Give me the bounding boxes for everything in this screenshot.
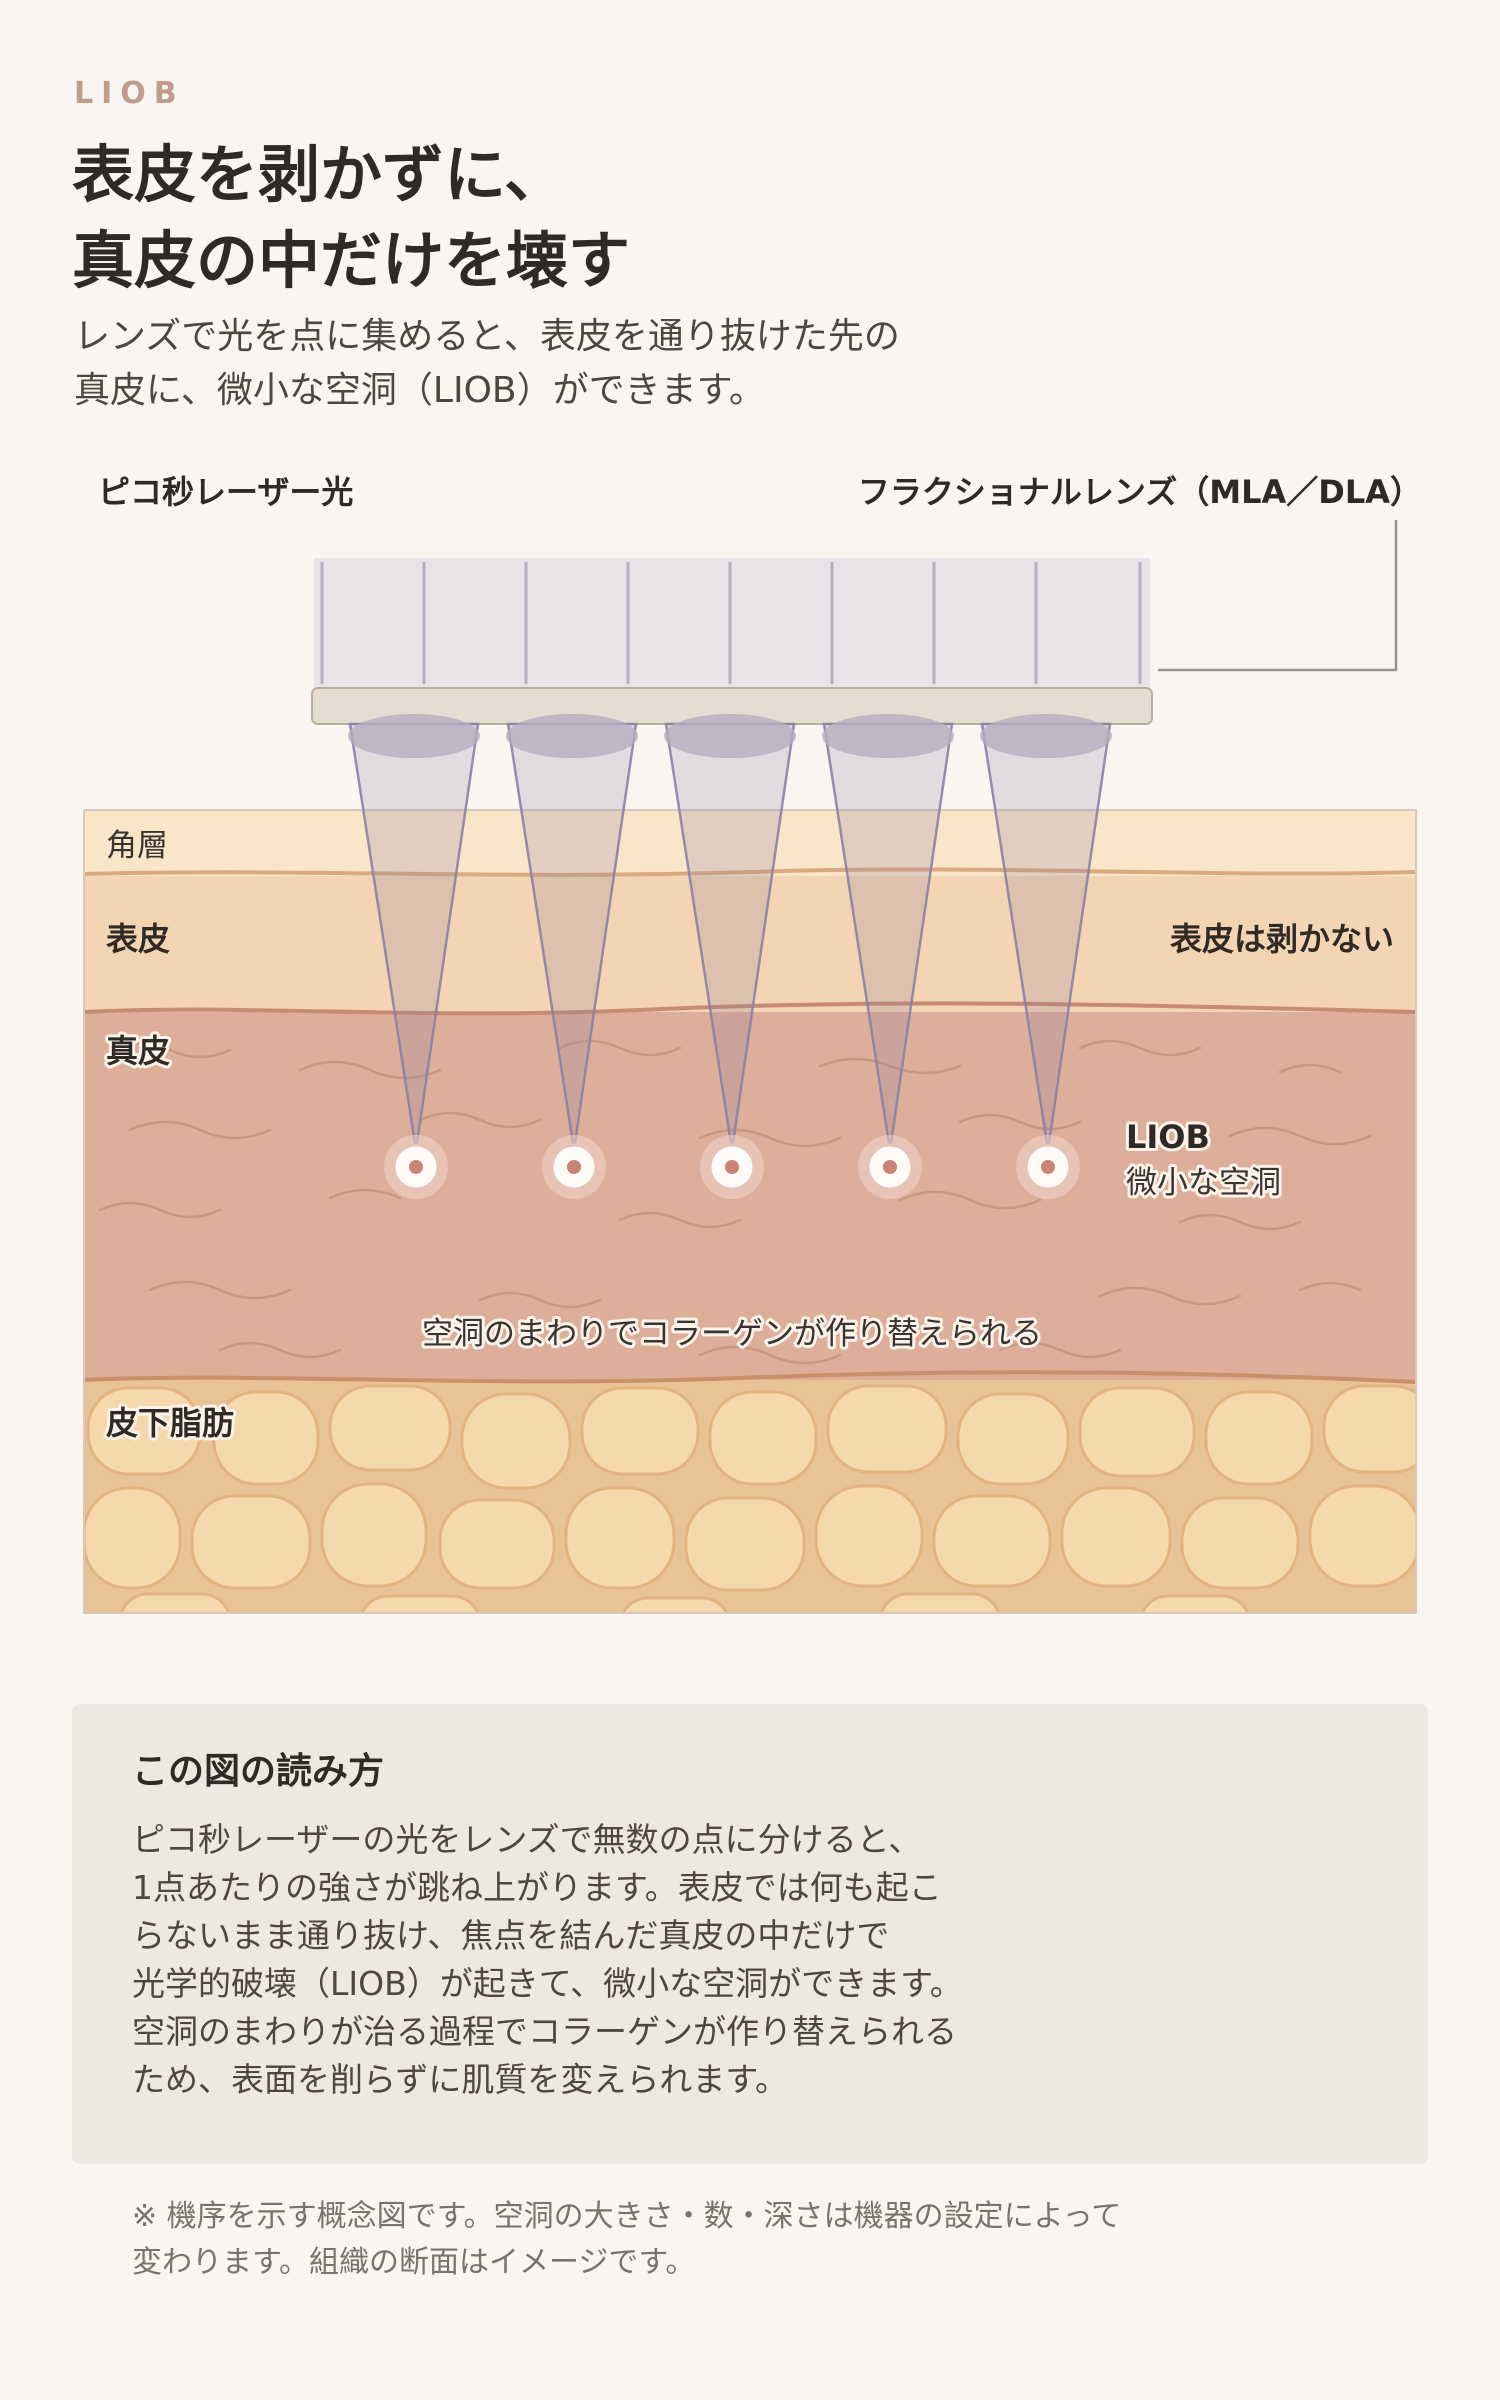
liob-label: LIOB xyxy=(1126,1118,1210,1156)
liob-diagram: ピコ秒レーザー光 フラクショナルレンズ（MLA／DLA） 角層 表皮 表皮は剥か… xyxy=(83,473,1422,1614)
liob-sublabel: 微小な空洞 xyxy=(1126,1165,1281,1201)
epidermis-note: 表皮は剥かない xyxy=(1170,920,1394,958)
how-to-read-panel: この図の読み方 ピコ秒レーザーの光をレンズで無数の点に分けると、 1点あたりの強… xyxy=(72,1704,1428,2164)
subcutaneous-fat-label: 皮下脂肪 xyxy=(106,1404,234,1442)
how-to-read-line: 空洞のまわりが治る過程でコラーゲンが作り替えられる xyxy=(132,2012,957,2051)
stratum-corneum-layer xyxy=(84,810,1416,876)
how-to-read-line: ため、表面を削らずに肌質を変えられます。 xyxy=(132,2060,789,2099)
lens-label: フラクショナルレンズ（MLA／DLA） xyxy=(858,473,1422,511)
lead-line: レンズで光を点に集めると、表皮を通り抜けた先の xyxy=(74,316,900,357)
liob-cavity xyxy=(542,1135,606,1199)
laser-label: ピコ秒レーザー光 xyxy=(98,473,353,511)
lens-leader-line xyxy=(1158,520,1398,672)
how-to-read-line: ピコ秒レーザーの光をレンズで無数の点に分けると、 xyxy=(132,1820,922,1859)
how-to-read-heading: この図の読み方 xyxy=(132,1751,385,1792)
footnote-line: 変わります。組織の断面はイメージです。 xyxy=(132,2245,696,2280)
dermis-fibers xyxy=(98,1039,1372,1365)
how-to-read-line: らないまま通り抜け、焦点を結んだ真皮の中だけで xyxy=(132,1916,890,1955)
dermal-boundary xyxy=(84,1001,1416,1016)
lead-line: 真皮に、微小な空洞（LIOB）ができます。 xyxy=(74,370,766,411)
liob-cavities xyxy=(384,1135,1080,1199)
skin-block-frame xyxy=(83,809,1417,1614)
title-line: 真皮の中だけを壊す xyxy=(72,224,631,297)
liob-cavity xyxy=(858,1135,922,1199)
corneum-boundary xyxy=(84,867,1416,877)
lead-text: レンズで光を点に集めると、表皮を通り抜けた先の 真皮に、微小な空洞（LIOB）が… xyxy=(74,310,900,418)
laser-beams xyxy=(348,714,1112,1151)
epidermis-layer xyxy=(84,876,1416,1012)
how-to-read-body: ピコ秒レーザーの光をレンズで無数の点に分けると、 1点あたりの強さが跳ね上がりま… xyxy=(132,1816,1368,2104)
fat-boundary xyxy=(84,1370,1416,1384)
liob-cavity xyxy=(700,1135,764,1199)
collagen-note: 空洞のまわりでコラーゲンが作り替えられる xyxy=(422,1316,1042,1352)
epidermis-label: 表皮 xyxy=(106,920,170,958)
page-title: 表皮を剥かずに、 真皮の中だけを壊す xyxy=(72,132,630,304)
stratum-corneum-label: 角層 xyxy=(106,828,168,864)
footnote-line: ※ 機序を示す概念図です。空洞の大きさ・数・深さは機器の設定によって xyxy=(132,2199,1122,2234)
fat-cells xyxy=(84,1384,1416,1613)
fractional-lens xyxy=(311,558,1153,725)
footnote: ※ 機序を示す概念図です。空洞の大きさ・数・深さは機器の設定によって 変わります… xyxy=(132,2194,1121,2286)
dermis-label: 真皮 xyxy=(106,1032,170,1070)
kicker: LIOB xyxy=(74,76,185,111)
dermis-layer xyxy=(84,1012,1416,1382)
how-to-read-line: 光学的破壊（LIOB）が起きて、微小な空洞ができます。 xyxy=(132,1964,963,2003)
title-line: 表皮を剥かずに、 xyxy=(72,138,567,211)
liob-cavity xyxy=(384,1135,448,1199)
how-to-read-line: 1点あたりの強さが跳ね上がります。表皮では何も起こ xyxy=(132,1868,942,1907)
liob-cavity xyxy=(1016,1135,1080,1199)
